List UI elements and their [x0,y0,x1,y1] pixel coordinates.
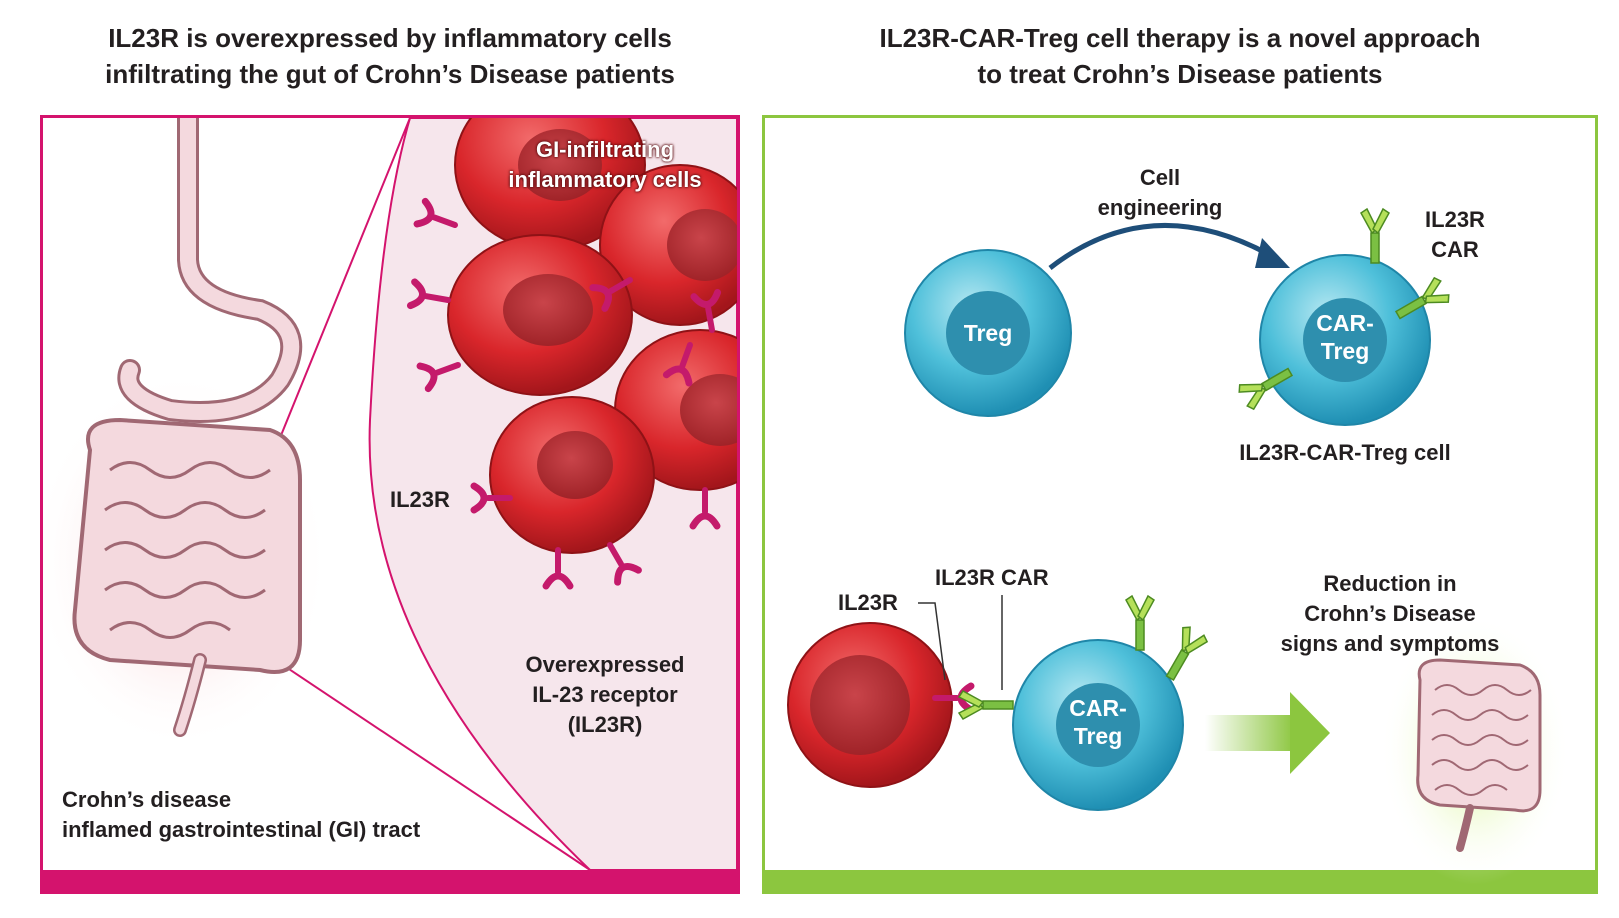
car-treg-cell-top [1235,208,1453,426]
il23r-label: IL23R [390,487,450,512]
target-red-cell [787,622,971,788]
receptor-label-line1: Overexpressed [525,652,685,677]
engineering-label-line1: Cell [1139,165,1181,190]
inflammatory-cells [447,118,737,554]
reduction-label-line3: signs and symptoms [1280,631,1500,656]
engineering-label: Cell engineering [1080,163,1240,223]
red-cell [489,396,655,554]
receptor-label: Overexpressed IL-23 receptor (IL23R) [500,650,710,740]
left-heading-line2: infiltrating the gut of Crohn’s Disease … [105,59,675,89]
engineering-arrow [1048,222,1272,270]
left-panel-bar [40,870,740,894]
car-treg-top-label-line1: CAR- [1316,310,1374,336]
il23r-car-label-line1: IL23R [1425,207,1485,232]
left-heading: IL23R is overexpressed by inflammatory c… [40,20,740,92]
right-heading-line2: to treat Crohn’s Disease patients [977,59,1383,89]
bottom-il23r-label: IL23R [838,590,898,615]
reduction-label: Reduction in Crohn’s Disease signs and s… [1250,569,1530,659]
il23r-car-label-line2: CAR [1431,237,1479,262]
right-heading-line1: IL23R-CAR-Treg cell therapy is a novel a… [879,23,1481,53]
treg-cell [904,249,1072,417]
red-cell [454,118,646,251]
car-treg-top-label-line2: Treg [1321,338,1370,364]
right-heading: IL23R-CAR-Treg cell therapy is a novel a… [762,20,1598,92]
engineering-label-line2: engineering [1097,195,1223,220]
treg-label: Treg [964,320,1013,346]
left-panel [40,115,740,870]
car-treg-bottom-label-line2: Treg [1074,723,1123,749]
il23r-car-label: IL23R CAR [1410,205,1500,265]
tract-label-line2: inflamed gastrointestinal (GI) tract [62,817,421,842]
red-cell [599,164,737,326]
gi-cells-label-line2: inflammatory cells [508,167,702,192]
right-panel-art [787,208,1570,885]
gi-cells-label: GI-infiltrating inflammatory cells [465,135,745,195]
receptor-label-line2: IL-23 receptor [532,682,678,707]
reduction-arrow [1205,692,1330,774]
healthy-gut-icon [1380,615,1570,885]
red-cell [447,234,633,396]
bottom-il23r-car-label: IL23R CAR [935,565,1049,590]
left-heading-line1: IL23R is overexpressed by inflammatory c… [108,23,672,53]
il23r-leader-line [918,602,946,681]
left-panel-art [43,118,737,870]
reduction-label-line1: Reduction in [1323,571,1457,596]
gi-cells-label-line1: GI-infiltrating [535,137,675,162]
car-treg-cell-bottom [958,595,1210,811]
right-panel [762,115,1598,870]
car-treg-bottom-label-line1: CAR- [1069,695,1127,721]
tract-label-line1: Crohn’s disease [62,787,232,812]
car-treg-cell-label: IL23R-CAR-Treg cell [1239,440,1451,465]
receptor-label-line3: (IL23R) [567,712,643,737]
tract-label: Crohn’s disease inflamed gastrointestina… [62,785,562,845]
gi-tract-icon [43,118,330,750]
reduction-label-line2: Crohn’s Disease [1304,601,1476,626]
engineering-arrowhead [1255,238,1290,268]
